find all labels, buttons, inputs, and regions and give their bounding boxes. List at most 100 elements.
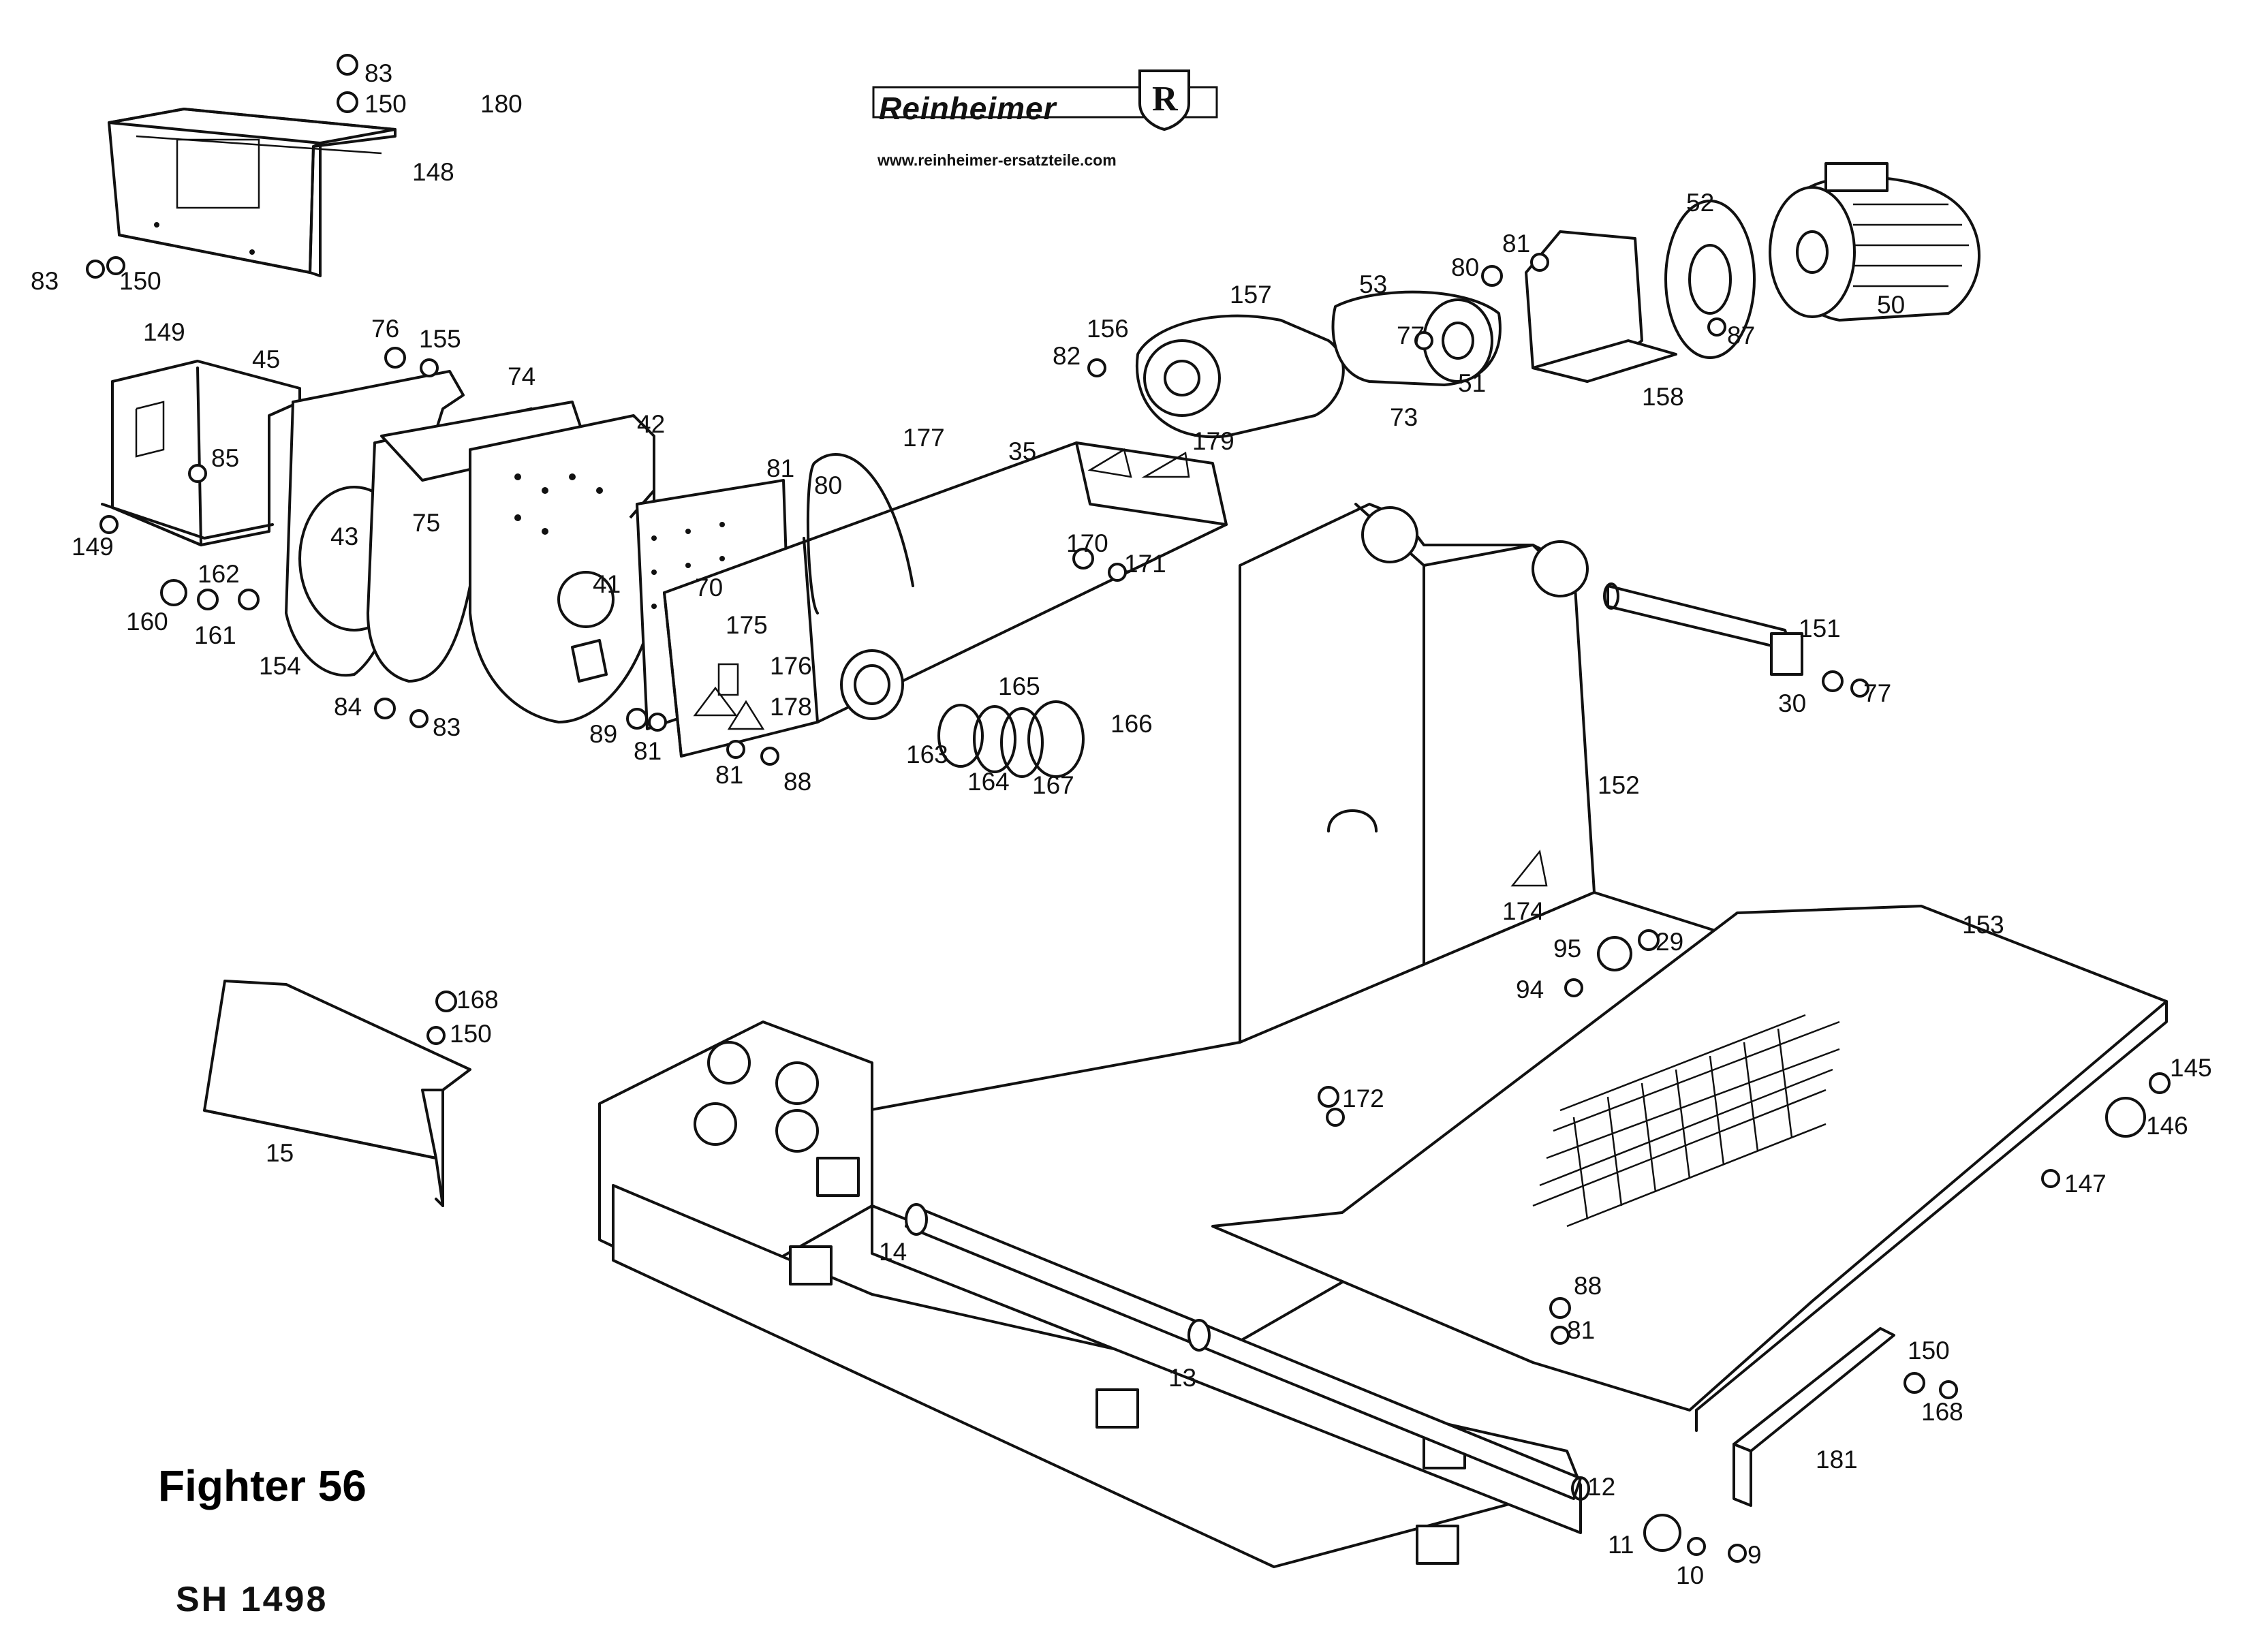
- part-label: 81: [766, 454, 794, 482]
- part-label: 160: [126, 608, 168, 636]
- motor-assembly: [1525, 162, 1980, 383]
- part-label: 83: [433, 713, 461, 741]
- part-label: 81: [634, 737, 662, 765]
- part-label: 51: [1458, 369, 1486, 397]
- part-label: 178: [770, 693, 812, 721]
- part-label: 77: [1863, 679, 1891, 707]
- arm-35: [663, 441, 1228, 758]
- part-label: 168: [1921, 1398, 1963, 1426]
- belt-drive: [1135, 290, 1502, 439]
- part-label: 171: [1124, 550, 1166, 578]
- part-label: 163: [906, 741, 948, 768]
- hardware: [86, 54, 2171, 1563]
- part-label: 176: [770, 652, 812, 680]
- part-label: 151: [1799, 614, 1841, 642]
- part-label: 150: [1908, 1337, 1950, 1365]
- part-label: 150: [450, 1020, 492, 1048]
- shield-icon: [1138, 69, 1190, 131]
- part-label: 80: [1451, 253, 1479, 281]
- part-label: 145: [2170, 1054, 2212, 1082]
- part-label: 53: [1359, 270, 1387, 298]
- guard-15: [203, 980, 471, 1207]
- part-label: 81: [1502, 230, 1530, 258]
- part-label: 15: [266, 1139, 294, 1167]
- part-label: 94: [1516, 976, 1544, 1003]
- part-label: 9: [1747, 1541, 1762, 1569]
- part-label: 167: [1032, 771, 1074, 799]
- part-label: 153: [1962, 911, 2004, 939]
- part-label: 154: [259, 652, 301, 680]
- part-label: 87: [1727, 322, 1755, 349]
- bracket-45: [101, 360, 301, 546]
- part-label: 30: [1778, 689, 1806, 717]
- part-label: 13: [1168, 1364, 1196, 1392]
- a-frame-152: [1239, 503, 1596, 1044]
- svg-text:R: R: [1152, 80, 1179, 119]
- brand-url: www.reinheimer-ersatzteile.com: [877, 151, 1117, 169]
- part-label: 148: [412, 158, 454, 186]
- part-label: 162: [198, 560, 240, 588]
- part-label: 45: [252, 345, 280, 373]
- part-label: 77: [1397, 322, 1425, 349]
- cover-148: [108, 108, 397, 277]
- part-label: 76: [371, 315, 399, 343]
- base-frame: [598, 891, 1725, 1568]
- part-label: 81: [1567, 1316, 1595, 1344]
- part-label: 168: [456, 986, 499, 1014]
- part-label: 85: [211, 444, 239, 472]
- part-label: 35: [1008, 437, 1036, 465]
- part-label: 165: [998, 672, 1040, 700]
- part-label: 12: [1587, 1473, 1615, 1501]
- part-label: 155: [419, 325, 461, 353]
- part-label: 50: [1877, 291, 1905, 319]
- part-label: 10: [1676, 1561, 1704, 1589]
- part-label: 164: [967, 768, 1010, 796]
- part-label: 84: [334, 693, 362, 721]
- drawing-code: SH 1498: [176, 1580, 328, 1619]
- part-label: 161: [194, 621, 236, 649]
- part-label: 41: [593, 570, 621, 598]
- part-label: 29: [1656, 928, 1683, 956]
- part-label: 74: [508, 362, 535, 390]
- model-title: Fighter 56: [158, 1461, 367, 1510]
- part-label: 157: [1230, 281, 1272, 309]
- part-label: 174: [1502, 897, 1544, 925]
- part-label: 170: [1066, 529, 1108, 557]
- part-label: 180: [480, 90, 523, 118]
- housing-plates: [285, 370, 655, 723]
- shaft: [905, 1203, 1590, 1501]
- part-label: 43: [330, 523, 358, 550]
- part-label: 152: [1598, 771, 1640, 799]
- part-label: 146: [2146, 1112, 2188, 1140]
- seal-rings: [937, 700, 1085, 778]
- strip-181: [1733, 1327, 1895, 1507]
- part-label: 149: [72, 533, 114, 561]
- part-label: 150: [364, 90, 407, 118]
- part-label: 70: [695, 574, 723, 602]
- mesh: [1532, 1014, 1840, 1228]
- part-label: 88: [783, 768, 811, 796]
- part-label: 147: [2064, 1170, 2107, 1198]
- part-label: 181: [1816, 1446, 1858, 1474]
- part-label: 11: [1608, 1531, 1634, 1559]
- part-label: 150: [119, 267, 161, 295]
- part-label: 166: [1110, 710, 1153, 738]
- part-label: 177: [903, 424, 945, 452]
- part-label: 73: [1390, 403, 1418, 431]
- part-labels: 83 150 180 148 83 150 149 45 76 155 74 4…: [31, 59, 2212, 1589]
- part-label: 179: [1192, 427, 1234, 455]
- part-label: 83: [364, 59, 392, 87]
- tray-153: [1211, 905, 2168, 1432]
- part-label: 75: [412, 509, 440, 537]
- part-label: 149: [143, 318, 185, 346]
- brand-name: Reinheimer: [879, 91, 1057, 126]
- part-label: 95: [1553, 935, 1581, 963]
- part-label: 82: [1053, 342, 1081, 370]
- part-label: 14: [879, 1238, 907, 1266]
- part-label: 42: [637, 410, 665, 438]
- part-label: 158: [1642, 383, 1684, 411]
- brand-logo-frame: R: [872, 69, 1218, 131]
- part-label: 88: [1574, 1272, 1602, 1300]
- part-label: 89: [589, 720, 617, 748]
